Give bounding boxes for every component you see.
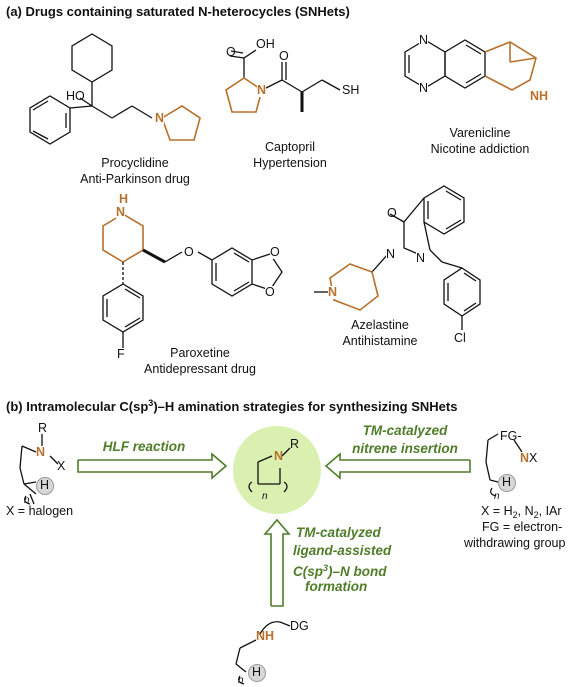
ligand-n-sub: n: [238, 675, 244, 686]
paroxetine-use: Antidepressant drug: [144, 362, 256, 376]
ligand-label-2: ligand-assisted: [293, 543, 392, 558]
product-circle: [233, 426, 321, 514]
procyclidine-use: Anti-Parkinson drug: [80, 172, 190, 186]
paroxetine-nh-h: H: [119, 192, 129, 206]
captopril-n: N: [257, 83, 267, 97]
captopril-o: O: [226, 45, 236, 59]
halogen-note: X = halogen: [6, 504, 74, 518]
varenicline-n1: N: [419, 33, 429, 47]
ligand-label-1: TM-catalyzed: [296, 525, 381, 540]
ligand-label-4: formation: [305, 579, 368, 594]
ligand-h: H: [252, 665, 262, 679]
azelastine-n1: N: [386, 247, 396, 261]
hlf-x: X: [57, 459, 66, 473]
varenicline-nh: NH: [530, 89, 549, 103]
azelastine-cl: Cl: [454, 331, 466, 345]
ligand-dg: DG: [290, 619, 309, 633]
nitrene-note-2: FG = electron-: [482, 520, 563, 534]
nitrene-fg: FG-: [500, 429, 522, 443]
nitrene-nx: NX: [520, 451, 538, 465]
nitrene-note-1: X = H2, N2, IAr: [481, 504, 562, 520]
product-r: R: [290, 437, 300, 451]
captopril-name: Captopril: [264, 140, 316, 154]
azelastine-n2: N: [416, 251, 426, 265]
nitrene-n-sub: n: [494, 491, 500, 502]
azelastine-o: O: [387, 206, 397, 220]
paroxetine-name: Paroxetine: [170, 346, 230, 360]
captopril-use: Hypertension: [253, 156, 327, 170]
nitrene-label-2: nitrene insertion: [352, 441, 458, 456]
hlf-h-badge: [36, 477, 54, 495]
product-n: N: [274, 449, 284, 463]
hlf-n-sub: n: [24, 495, 30, 506]
procyclidine-name: Procyclidine: [101, 156, 169, 170]
product-n-sub: n: [262, 491, 268, 502]
ligand-h-badge: [248, 664, 266, 682]
hlf-h: H: [40, 478, 50, 492]
azelastine-name: Azelastine: [351, 318, 409, 332]
captopril-sh: SH: [342, 83, 360, 97]
varenicline-name: Varenicline: [449, 126, 511, 140]
paroxetine-o1: O: [184, 245, 194, 259]
hlf-r: R: [38, 421, 48, 435]
paroxetine-o2: O: [270, 245, 280, 259]
paroxetine-f: F: [117, 347, 125, 361]
azelastine-n-ring: N: [328, 285, 338, 299]
varenicline-n2: N: [419, 81, 429, 95]
paroxetine-nh-n: N: [116, 205, 126, 219]
section-a-title: (a) Drugs containing saturated N-heteroc…: [6, 4, 350, 19]
captopril-oh: OH: [256, 37, 275, 51]
procyclidine-oh: HO: [66, 89, 85, 103]
ligand-label-3: C(sp3)–N bond: [293, 563, 387, 579]
nitrene-label-1: TM-catalyzed: [362, 423, 448, 438]
nitrene-h: H: [502, 475, 512, 489]
varenicline-use: Nicotine addiction: [430, 142, 530, 156]
nitrene-h-badge: [498, 474, 516, 492]
captopril-carbonyl-o: O: [279, 49, 289, 63]
paroxetine-o3: O: [265, 285, 275, 299]
procyclidine-n: N: [155, 111, 165, 125]
azelastine-use: Antihistamine: [342, 334, 418, 348]
hlf-n: N: [36, 445, 46, 459]
nitrene-note-3: withdrawing group: [464, 536, 566, 550]
section-b-title: (b) Intramolecular C(sp3)–H amination st…: [6, 398, 458, 414]
hlf-label: HLF reaction: [102, 439, 186, 454]
ligand-nh: NH: [256, 629, 275, 643]
